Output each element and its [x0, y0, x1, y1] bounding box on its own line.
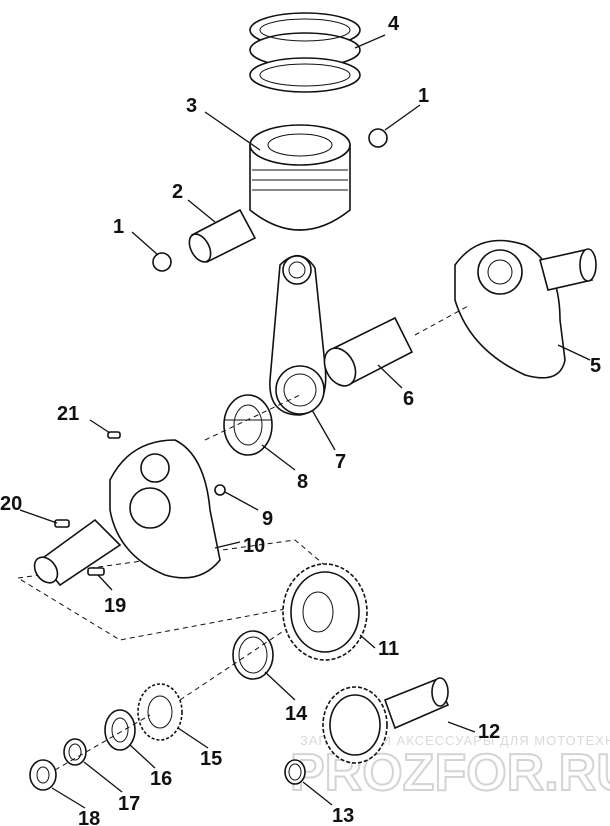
- label-6: 6: [403, 388, 414, 410]
- connecting-rod: [269, 254, 327, 416]
- label-4: 4: [388, 13, 400, 35]
- label-16: 16: [150, 768, 172, 790]
- label-19: 19: [104, 595, 126, 617]
- label-10: 10: [243, 535, 265, 557]
- washer-13: [284, 759, 306, 785]
- label-11: 11: [378, 638, 399, 660]
- gear-11: [282, 563, 368, 661]
- label-1-right: 1: [418, 85, 429, 107]
- key-20: [54, 519, 70, 528]
- label-1-left: 1: [113, 216, 124, 238]
- circlip-right: [368, 128, 388, 148]
- key-19: [87, 567, 105, 576]
- axis-line-right: [414, 304, 471, 336]
- leader-lines: [19, 34, 591, 809]
- nut-16: [104, 709, 136, 751]
- sprocket-15: [137, 683, 183, 741]
- pin-9: [214, 484, 226, 496]
- label-2: 2: [172, 181, 183, 203]
- part-labels: 4 1 3 2 1 5 6 7 8 9 10 21 20 19 11 14 12…: [0, 13, 601, 826]
- axis-line-output: [179, 629, 286, 701]
- label-3: 3: [186, 95, 197, 117]
- circlip-left: [152, 252, 172, 272]
- piston-rings: [249, 12, 361, 93]
- label-18: 18: [78, 808, 100, 826]
- piston-pin: [188, 208, 257, 264]
- label-17: 17: [118, 793, 140, 815]
- label-21: 21: [57, 403, 79, 425]
- label-9: 9: [262, 508, 273, 530]
- label-20: 20: [0, 493, 22, 515]
- needle-bearing: [223, 394, 273, 456]
- pin-21: [107, 431, 121, 439]
- label-15: 15: [200, 748, 222, 770]
- piston: [249, 124, 351, 231]
- crank-pin: [323, 316, 414, 387]
- crankshaft-left-half: [33, 439, 221, 587]
- crankshaft-right-half: [454, 239, 597, 379]
- label-13: 13: [332, 805, 354, 826]
- shim-14: [232, 630, 274, 680]
- label-7: 7: [335, 451, 346, 473]
- label-12: 12: [478, 721, 500, 743]
- washer-17: [63, 738, 87, 766]
- nut-18: [29, 759, 57, 791]
- axis-line-nuts: [54, 714, 151, 771]
- gear-12: [322, 677, 450, 764]
- label-14: 14: [285, 703, 308, 725]
- label-5: 5: [590, 355, 601, 377]
- label-8: 8: [297, 471, 308, 493]
